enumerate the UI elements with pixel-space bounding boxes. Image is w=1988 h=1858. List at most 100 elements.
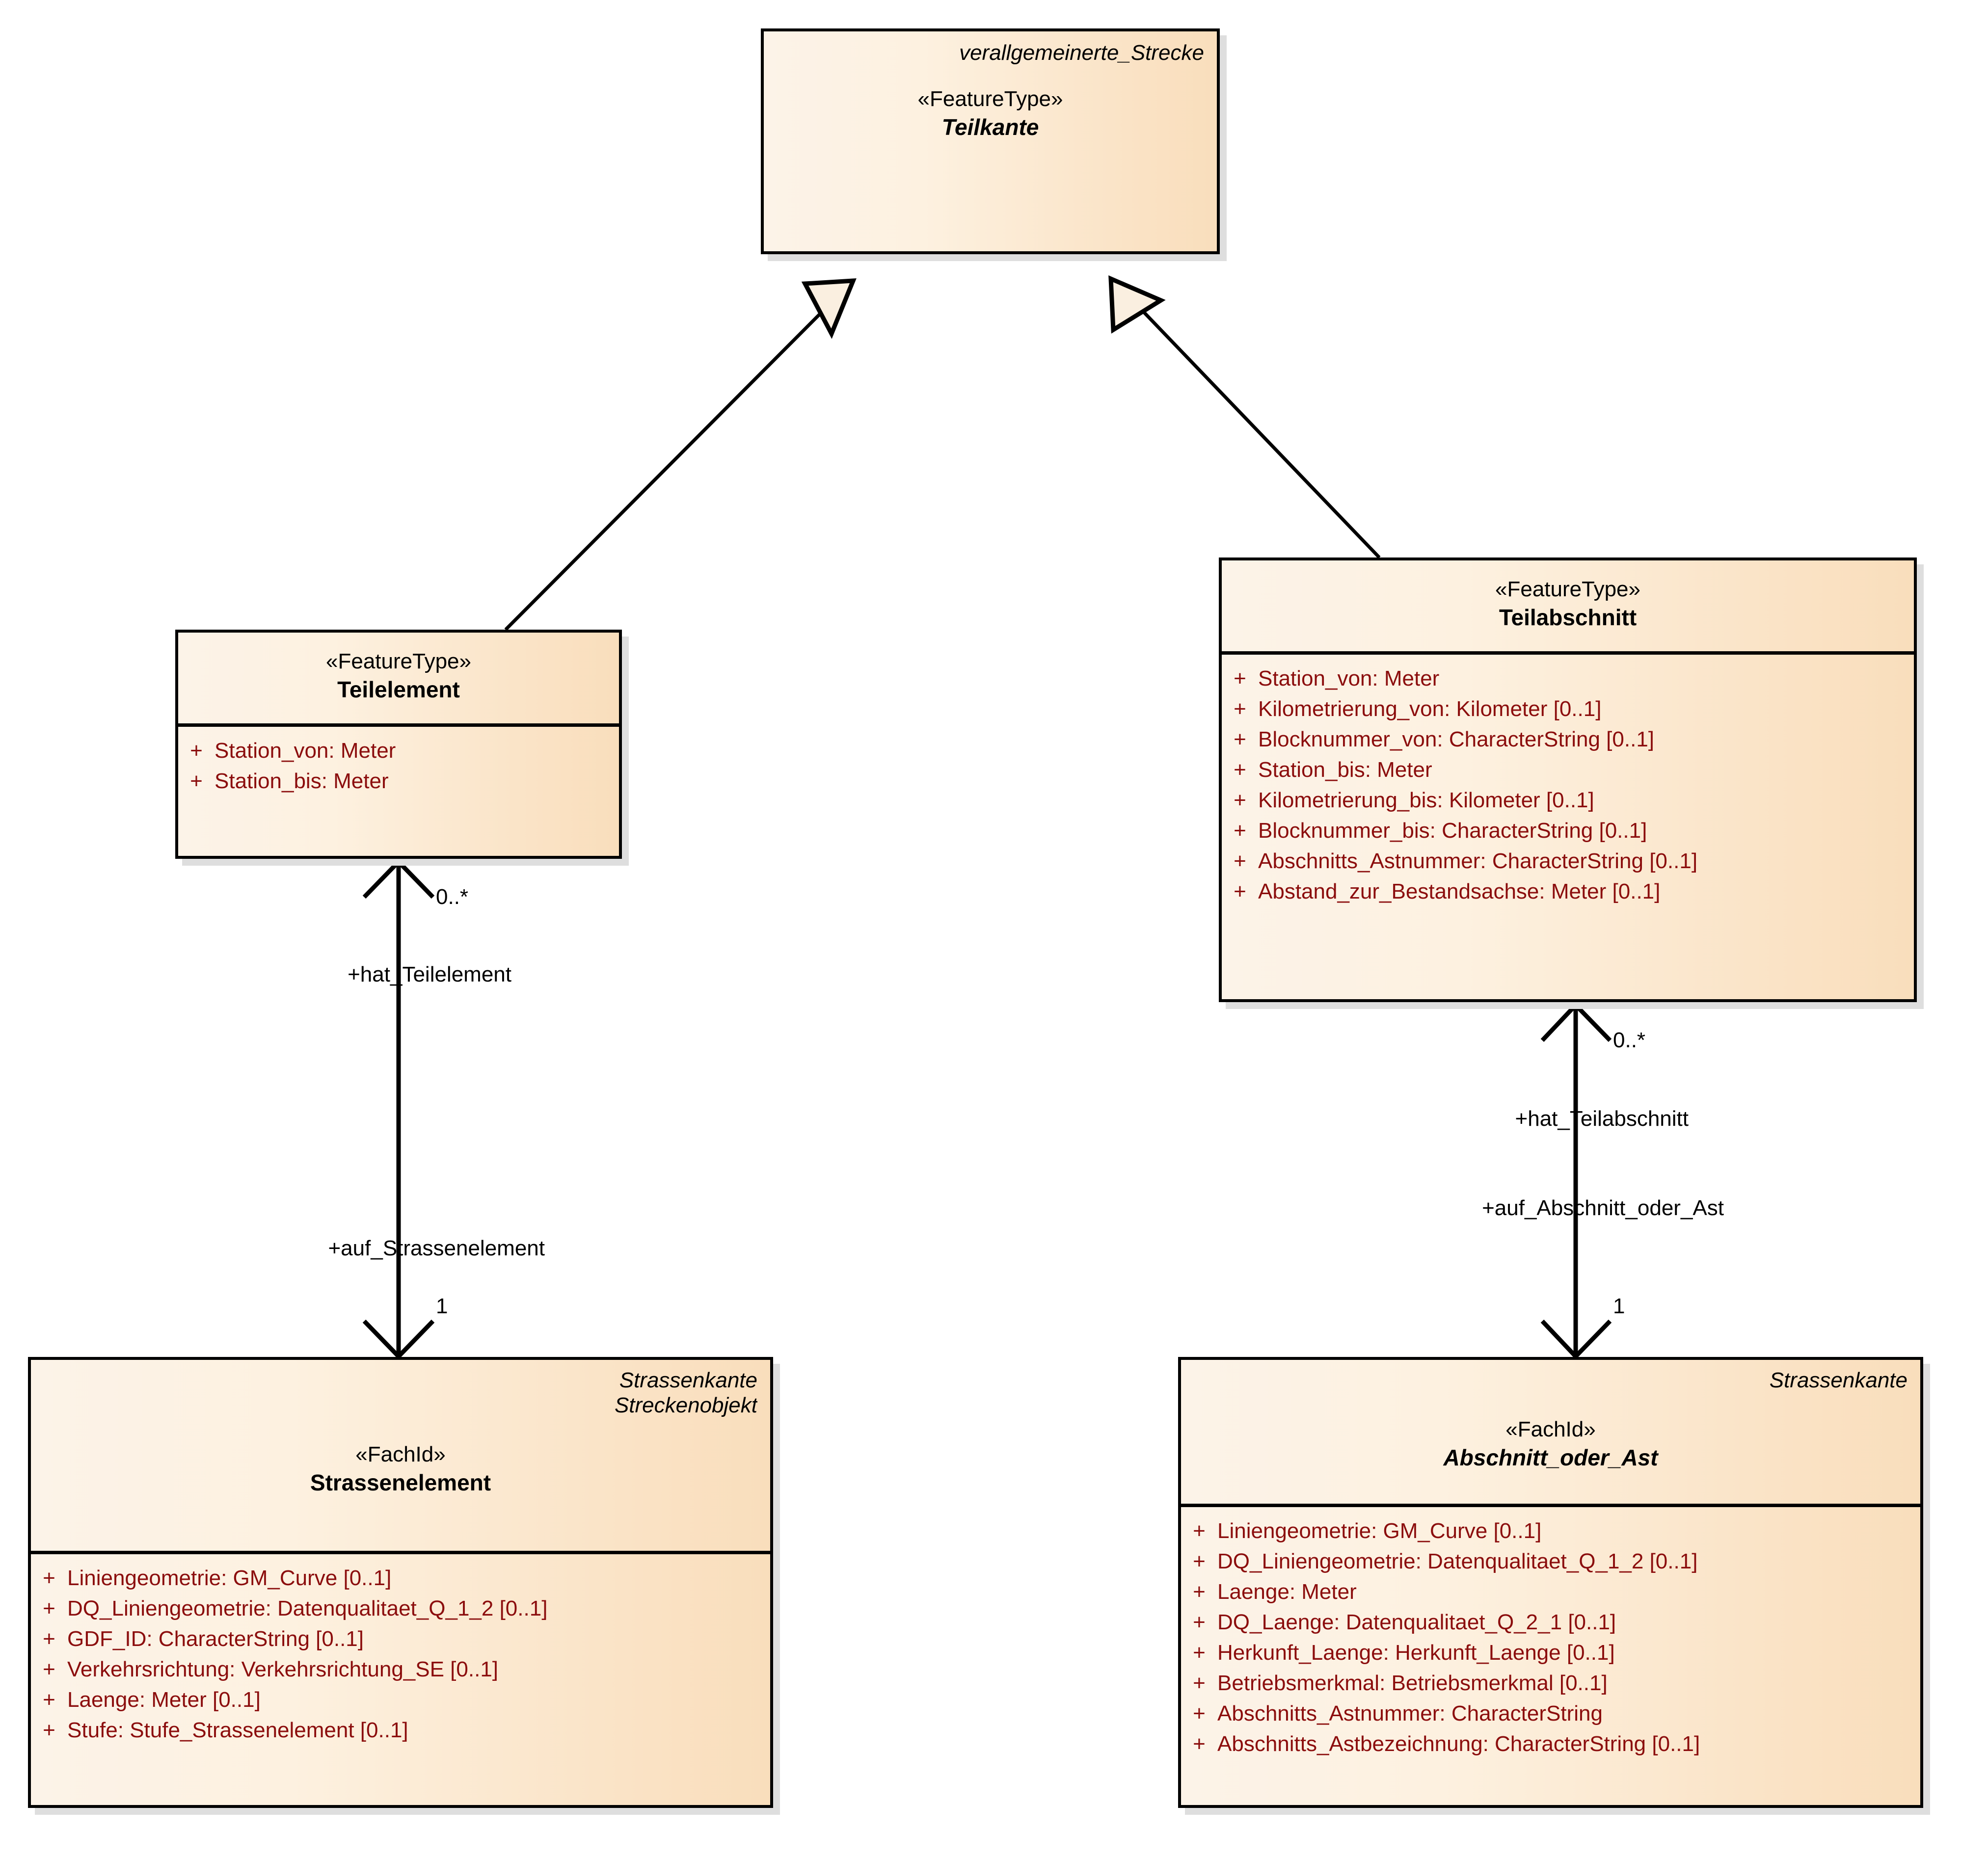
- attribute-compartment-teilabschnitt: + Station_von: Meter + Kilometrierung_vo…: [1222, 655, 1914, 916]
- attribute-visibility: +: [1193, 1671, 1206, 1695]
- attribute-row: + Abschnitts_Astnummer: CharacterString: [1181, 1699, 1920, 1729]
- attribute-row: + Liniengeometrie: GM_Curve [0..1]: [31, 1563, 770, 1593]
- attribute-visibility: +: [43, 1688, 55, 1712]
- class-name-teilelement: Teilelement: [337, 677, 460, 703]
- attribute-visibility: +: [1234, 666, 1246, 690]
- attribute-row: + Herkunft_Laenge: Herkunft_Laenge [0..1…: [1181, 1638, 1920, 1668]
- class-header-teilabschnitt: «FeatureType» Teilabschnitt: [1222, 560, 1914, 655]
- attribute-row: + Station_bis: Meter: [178, 766, 619, 796]
- attribute-signature: Kilometrierung_bis: Kilometer [0..1]: [1258, 788, 1594, 812]
- attribute-row: + Abstand_zur_Bestandsachse: Meter [0..1…: [1222, 876, 1914, 907]
- attribute-row: + DQ_Liniengeometrie: Datenqualitaet_Q_1…: [1181, 1546, 1920, 1577]
- attribute-visibility: +: [190, 739, 203, 763]
- attribute-signature: GDF_ID: CharacterString [0..1]: [67, 1627, 364, 1651]
- attribute-visibility: +: [1193, 1732, 1206, 1756]
- attribute-visibility: +: [1193, 1610, 1206, 1634]
- attribute-row: + Kilometrierung_von: Kilometer [0..1]: [1222, 694, 1914, 724]
- attribute-visibility: +: [43, 1657, 55, 1681]
- stereotype-strassenelement: «FachId»: [355, 1442, 446, 1467]
- attribute-signature: Verkehrsrichtung: Verkehrsrichtung_SE [0…: [67, 1657, 499, 1681]
- attribute-signature: DQ_Laenge: Datenqualitaet_Q_2_1 [0..1]: [1217, 1610, 1616, 1634]
- attribute-signature: DQ_Liniengeometrie: Datenqualitaet_Q_1_2…: [67, 1596, 548, 1620]
- multiplicity-auf-abschnitt-oder-ast: 1: [1613, 1294, 1625, 1318]
- association-strassenelement-to-teilelement: [362, 858, 435, 1360]
- class-header-teilelement: «FeatureType» Teilelement: [178, 633, 619, 727]
- attribute-visibility: +: [1234, 697, 1246, 721]
- attribute-signature: DQ_Liniengeometrie: Datenqualitaet_Q_1_2…: [1217, 1549, 1698, 1573]
- class-box-abschnitt-oder-ast[interactable]: Strassenkante «FachId» Abschnitt_oder_As…: [1178, 1357, 1923, 1808]
- class-name-teilabschnitt: Teilabschnitt: [1499, 605, 1637, 631]
- attribute-signature: Station_von: Meter: [215, 739, 396, 763]
- attribute-signature: Laenge: Meter [0..1]: [67, 1688, 261, 1712]
- attribute-signature: Liniengeometrie: GM_Curve [0..1]: [1217, 1519, 1542, 1543]
- attribute-compartment-strassenelement: + Liniengeometrie: GM_Curve [0..1] + DQ_…: [31, 1554, 770, 1754]
- class-box-teilelement[interactable]: «FeatureType» Teilelement + Station_von:…: [175, 630, 622, 859]
- class-name-strassenelement: Strassenelement: [310, 1470, 491, 1496]
- attribute-visibility: +: [1234, 819, 1246, 843]
- attribute-signature: Abschnitts_Astnummer: CharacterString: [1217, 1701, 1603, 1725]
- attribute-signature: Abstand_zur_Bestandsachse: Meter [0..1]: [1258, 879, 1661, 903]
- stereotype-teilabschnitt: «FeatureType»: [1495, 577, 1640, 601]
- attribute-row: + Stufe: Stufe_Strassenelement [0..1]: [31, 1715, 770, 1746]
- attribute-row: + Kilometrierung_bis: Kilometer [0..1]: [1222, 785, 1914, 816]
- attribute-visibility: +: [43, 1566, 55, 1590]
- package-label-streckenobjekt: Streckenobjekt: [614, 1393, 757, 1418]
- multiplicity-hat-teilelement: 0..*: [436, 885, 469, 909]
- attribute-visibility: +: [1234, 849, 1246, 873]
- attribute-visibility: +: [1193, 1519, 1206, 1543]
- attribute-row: + Abschnitts_Astnummer: CharacterString …: [1222, 846, 1914, 876]
- attribute-visibility: +: [43, 1596, 55, 1620]
- attribute-row: + Laenge: Meter: [1181, 1577, 1920, 1607]
- attribute-compartment-teilelement: + Station_von: Meter + Station_bis: Mete…: [178, 727, 619, 805]
- attribute-row: + DQ_Laenge: Datenqualitaet_Q_2_1 [0..1]: [1181, 1607, 1920, 1638]
- attribute-signature: Blocknummer_von: CharacterString [0..1]: [1258, 727, 1655, 751]
- attribute-signature: Station_bis: Meter: [215, 769, 389, 793]
- attribute-signature: Herkunft_Laenge: Herkunft_Laenge [0..1]: [1217, 1641, 1615, 1665]
- attribute-visibility: +: [43, 1718, 55, 1742]
- class-box-teilkante[interactable]: verallgemeinerte_Strecke «FeatureType» T…: [761, 28, 1220, 254]
- attribute-signature: Station_bis: Meter: [1258, 758, 1432, 782]
- role-auf-strassenelement: +auf_Strassenelement: [328, 1236, 545, 1260]
- generalization-teilabschnitt-to-teilkante: [1108, 275, 1381, 559]
- role-hat-teilelement: +hat_Teilelement: [348, 962, 511, 986]
- attribute-row: + Station_von: Meter: [1222, 664, 1914, 694]
- attribute-visibility: +: [43, 1627, 55, 1651]
- attribute-signature: Betriebsmerkmal: Betriebsmerkmal [0..1]: [1217, 1671, 1608, 1695]
- attribute-visibility: +: [190, 769, 203, 793]
- class-header-abschnitt-oder-ast: Strassenkante «FachId» Abschnitt_oder_As…: [1181, 1360, 1920, 1507]
- attribute-signature: Liniengeometrie: GM_Curve [0..1]: [67, 1566, 392, 1590]
- multiplicity-hat-teilabschnitt: 0..*: [1613, 1028, 1646, 1052]
- class-header-teilkante: verallgemeinerte_Strecke «FeatureType» T…: [764, 31, 1217, 151]
- attribute-signature: Abschnitts_Astbezeichnung: CharacterStri…: [1217, 1732, 1700, 1756]
- generalization-teilelement-to-teilkante: [504, 278, 857, 631]
- stereotype-abschnitt-oder-ast: «FachId»: [1505, 1417, 1596, 1442]
- attribute-visibility: +: [1193, 1580, 1206, 1604]
- attribute-signature: Stufe: Stufe_Strassenelement [0..1]: [67, 1718, 408, 1742]
- package-label-teilkante: verallgemeinerte_Strecke: [959, 41, 1204, 65]
- class-name-teilkante: Teilkante: [941, 114, 1039, 140]
- attribute-compartment-abschnitt-oder-ast: + Liniengeometrie: GM_Curve [0..1] + DQ_…: [1181, 1507, 1920, 1768]
- attribute-signature: Station_von: Meter: [1258, 666, 1440, 690]
- attribute-row: + DQ_Liniengeometrie: Datenqualitaet_Q_1…: [31, 1593, 770, 1624]
- stereotype-teilelement: «FeatureType»: [326, 649, 471, 673]
- attribute-row: + Laenge: Meter [0..1]: [31, 1685, 770, 1715]
- role-auf-abschnitt-oder-ast: +auf_Abschnitt_oder_Ast: [1482, 1196, 1724, 1220]
- role-hat-teilabschnitt: +hat_Teilabschnitt: [1515, 1107, 1689, 1131]
- attribute-visibility: +: [1234, 788, 1246, 812]
- association-abschnitt-to-teilabschnitt: [1540, 1002, 1612, 1360]
- class-name-abschnitt-oder-ast: Abschnitt_oder_Ast: [1443, 1445, 1658, 1471]
- stereotype-teilkante: «FeatureType»: [917, 87, 1063, 111]
- package-label-strassenkante: Strassenkante: [619, 1368, 757, 1392]
- attribute-visibility: +: [1193, 1641, 1206, 1665]
- class-header-strassenelement: Strassenkante Streckenobjekt «FachId» St…: [31, 1360, 770, 1554]
- class-box-teilabschnitt[interactable]: «FeatureType» Teilabschnitt + Station_vo…: [1219, 557, 1917, 1002]
- attribute-signature: Kilometrierung_von: Kilometer [0..1]: [1258, 697, 1602, 721]
- class-box-strassenelement[interactable]: Strassenkante Streckenobjekt «FachId» St…: [28, 1357, 773, 1808]
- attribute-visibility: +: [1234, 758, 1246, 782]
- attribute-signature: Blocknummer_bis: CharacterString [0..1]: [1258, 819, 1647, 843]
- attribute-row: + Betriebsmerkmal: Betriebsmerkmal [0..1…: [1181, 1668, 1920, 1699]
- attribute-row: + Station_bis: Meter: [1222, 755, 1914, 785]
- attribute-row: + Blocknummer_bis: CharacterString [0..1…: [1222, 816, 1914, 846]
- multiplicity-auf-strassenelement: 1: [436, 1294, 448, 1318]
